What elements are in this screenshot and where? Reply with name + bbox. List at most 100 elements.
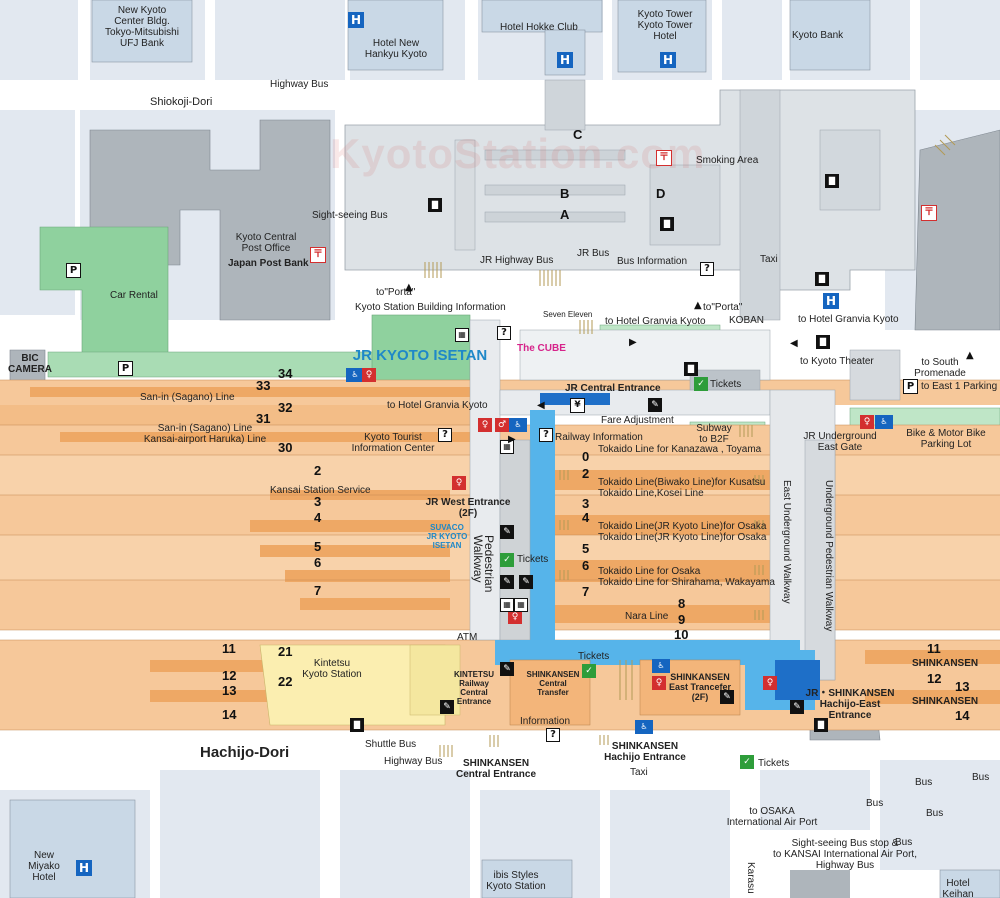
building-hotel-new-hankyu: Hotel New Hankyu Kyoto bbox=[364, 38, 428, 60]
bus-stop-b: B bbox=[560, 186, 570, 201]
line-tokaido-osaka: Tokaido Line for Osaka Tokaido Line for … bbox=[598, 566, 775, 588]
info-icon: ? bbox=[546, 728, 560, 742]
coin-locker-icon: ▦ bbox=[455, 328, 469, 342]
kintetsu-platform-13: 13 bbox=[222, 683, 237, 698]
ticket-icon: ✓ bbox=[500, 553, 514, 567]
label-shinkansen-1: SHINKANSEN bbox=[912, 658, 979, 669]
label-kansai-station-service: Kansai Station Service bbox=[270, 485, 371, 496]
platform-2-east: 2 bbox=[582, 466, 590, 481]
building-new-miyako: New Miyako Hotel bbox=[28, 850, 60, 883]
label-kyoto-station-building-info: Kyoto Station Building Information bbox=[355, 302, 506, 313]
line-tokaido-kanazawa: Tokaido Line for Kanazawa , Toyama bbox=[598, 444, 762, 455]
label-shuttle-bus: Shuttle Bus bbox=[365, 739, 417, 750]
restroom-icon: ♀ bbox=[860, 415, 874, 429]
info-icon: ? bbox=[438, 428, 452, 442]
label-pedestrian-walkway: Pedestrian Walkway bbox=[471, 535, 496, 593]
platform-7-east: 7 bbox=[582, 584, 590, 599]
bus-stop-c: C bbox=[573, 127, 583, 142]
line-tokaido-biwako: Tokaido Line(Biwako Line)for Kusatsu Tok… bbox=[598, 477, 766, 499]
kintetsu-platform-11: 11 bbox=[222, 641, 236, 656]
label-shinkansen-central-transfer: SHINKANSEN Central Transfer bbox=[526, 670, 580, 697]
label-to-south-promenade: to South Promenade bbox=[914, 357, 966, 379]
locker-icon: ✎ bbox=[500, 662, 514, 676]
label-shinkansen-hachijo-entrance: SHINKANSEN Hachijo Entrance bbox=[604, 741, 686, 763]
kintetsu-platform-12: 12 bbox=[222, 668, 237, 683]
locker-icon: ✎ bbox=[790, 700, 804, 714]
label-sightseeing-bus-stop: Sight-seeing Bus stop & to KANSAI Intern… bbox=[773, 838, 917, 871]
coin-locker-icon: ▦ bbox=[500, 598, 514, 612]
label-railway-information: Railway Information bbox=[555, 432, 643, 443]
platform-3-west: 3 bbox=[314, 494, 322, 509]
hotel-icon: H bbox=[823, 293, 839, 309]
building-ibis: ibis Styles Kyoto Station bbox=[486, 870, 546, 892]
parking-icon: P bbox=[66, 263, 81, 278]
label-east-underground-walkway: East Underground Walkway bbox=[781, 480, 792, 604]
accessible-icon: ♿ bbox=[652, 659, 670, 673]
building-hotel-keihan: Hotel Keihan bbox=[942, 878, 974, 898]
platform-7-west: 7 bbox=[314, 583, 322, 598]
bottom-buildings bbox=[9, 799, 1000, 898]
label-jr-west-entrance: JR West Entrance (2F) bbox=[425, 497, 511, 519]
label-bus-2: Bus bbox=[972, 772, 990, 783]
label-jr-highway-bus: JR Highway Bus bbox=[480, 255, 554, 266]
building-suvaco: SUVACO JR KYOTO ISETAN bbox=[426, 523, 468, 550]
label-jr-bus: JR Bus bbox=[577, 248, 610, 259]
platform-3-east: 3 bbox=[582, 496, 590, 511]
label-to-porta-1: to"Porta" bbox=[376, 287, 416, 298]
label-bus-1: Bus bbox=[915, 777, 933, 788]
platform-8: 8 bbox=[678, 596, 686, 611]
building-japan-post-bank: Japan Post Bank bbox=[228, 258, 309, 269]
bus-icon: ▇ bbox=[816, 335, 830, 349]
platform-32: 32 bbox=[278, 400, 293, 415]
concourses bbox=[469, 319, 901, 726]
label-smoking-area: Smoking Area bbox=[696, 155, 759, 166]
label-the-cube: The CUBE bbox=[517, 343, 566, 354]
left-arrow-icon: ◀ bbox=[537, 400, 545, 411]
label-subway-b2f: Subway to B2F bbox=[696, 423, 732, 445]
parking-icon: P bbox=[903, 379, 918, 394]
building-isetan: JR KYOTO ISETAN bbox=[352, 347, 488, 364]
shinkansen-platform-13: 13 bbox=[955, 679, 970, 694]
label-taxi-top: Taxi bbox=[760, 254, 778, 265]
ticket-icon: ✓ bbox=[582, 664, 596, 678]
kintetsu-platform-14: 14 bbox=[222, 707, 237, 722]
bus-terminal bbox=[344, 79, 916, 321]
label-kintetsu-kyoto-station: Kintetsu Kyoto Station bbox=[302, 658, 362, 680]
label-kintetsu-central-entrance: KINTETSU Railway Central Entrance bbox=[454, 670, 494, 706]
platform-5-east: 5 bbox=[582, 541, 590, 556]
restroom-icon: ♀ bbox=[452, 476, 466, 490]
shinkansen-platform-14: 14 bbox=[955, 708, 970, 723]
accessible-icon: ♿ bbox=[509, 418, 527, 432]
line-nara: Nara Line bbox=[625, 611, 669, 622]
locker-icon: ✎ bbox=[500, 525, 514, 539]
up-arrow-icon: ▲ bbox=[405, 282, 413, 293]
platform-34: 34 bbox=[278, 366, 293, 381]
watermark-text: KyotoStation.com bbox=[330, 130, 706, 177]
hotel-icon: H bbox=[660, 52, 676, 68]
label-taxi-bottom: Taxi bbox=[630, 767, 648, 778]
shinkansen-platform-11: 11 bbox=[927, 641, 941, 656]
info-icon: ? bbox=[497, 326, 511, 340]
platform-5-west: 5 bbox=[314, 539, 322, 554]
label-to-east-1-parking: to East 1 Parking bbox=[921, 381, 998, 392]
label-to-hotel-granvia-1: to Hotel Granvia Kyoto bbox=[605, 316, 706, 327]
street-shiokoji: Shiokoji-Dori bbox=[150, 96, 213, 108]
info-icon: ? bbox=[539, 428, 553, 442]
hotel-icon: H bbox=[348, 12, 364, 28]
info-icon: ? bbox=[700, 262, 714, 276]
label-tickets-2: Tickets bbox=[517, 554, 549, 565]
building-kyoto-tower: Kyoto Tower Kyoto Tower Hotel bbox=[637, 9, 693, 42]
label-seven-eleven: Seven Eleven bbox=[543, 310, 593, 319]
platform-30: 30 bbox=[278, 440, 293, 455]
bus-icon: ▇ bbox=[350, 718, 364, 732]
accessible-icon: ♿ bbox=[875, 415, 893, 429]
bus-icon: ▇ bbox=[684, 362, 698, 376]
label-tickets-4: Tickets bbox=[758, 758, 790, 769]
post-office-icon: 〒 bbox=[310, 247, 326, 263]
label-bus-3: Bus bbox=[866, 798, 884, 809]
locker-icon: ✎ bbox=[720, 690, 734, 704]
line-tokaido-jrkyoto: Tokaido Line(JR Kyoto Line)for Osaka Tok… bbox=[598, 521, 767, 543]
restroom-icon: ♀ bbox=[508, 610, 522, 624]
label-bus-4: Bus bbox=[926, 808, 944, 819]
